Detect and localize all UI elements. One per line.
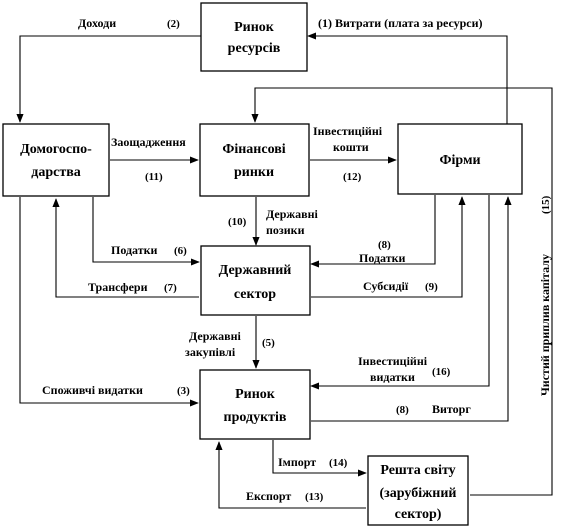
investment-spending-flow-arrow	[310, 195, 490, 390]
subsidies-number: (9)	[425, 281, 438, 293]
government-label-line2: сектор	[234, 287, 276, 302]
exports-number: (13)	[305, 491, 324, 503]
costs-label: (1) Витрати (плата за ресурси)	[318, 16, 483, 30]
income-flow-arrow	[16, 35, 201, 123]
gov-loans-label-line1: Державні	[266, 207, 318, 221]
transfers-flow-arrow	[52, 198, 199, 298]
taxes-households-number: (6)	[174, 245, 187, 257]
households-node: Домогоспо- дарства	[2, 123, 110, 197]
government-label-line1: Державний	[219, 263, 292, 278]
gov-loans-label-line2: позики	[266, 223, 305, 237]
subsidies-label: Субсидії	[363, 279, 409, 293]
revenue-number: (8)	[396, 404, 409, 416]
income-number: (2)	[167, 18, 180, 30]
gov-purchases-number: (5)	[262, 337, 275, 349]
rest-of-world-label-line1: Решта світу	[380, 463, 455, 478]
product-market-label-line1: Ринок	[235, 387, 276, 402]
exports-label: Експорт	[246, 489, 291, 503]
rest-of-world-label-line3: сектор)	[395, 507, 442, 522]
taxes-firms-number: (8)	[378, 239, 391, 251]
financial-markets-node: Фінансові ринки	[199, 123, 310, 197]
net-capital-inflow-label: Чистий приплив капіталу	[538, 254, 552, 396]
savings-label: Заощадження	[111, 135, 186, 149]
net-capital-inflow-flow-arrow	[251, 87, 553, 496]
revenue-label: Виторг	[432, 402, 471, 416]
taxes-households-label: Податки	[111, 243, 158, 257]
taxes-households-flow-arrow	[92, 197, 200, 266]
product-market-label-line2: продуктів	[224, 410, 287, 425]
financial-markets-label-line1: Фінансові	[222, 142, 285, 157]
net-capital-inflow-number: (15)	[540, 195, 552, 214]
rest-of-world-label-line2: (зарубіжний	[380, 486, 457, 501]
households-label-line2: дарства	[31, 165, 81, 180]
revenue-flow-arrow	[311, 196, 512, 422]
households-label-line1: Домогоспо-	[20, 142, 92, 157]
financial-markets-label-line2: ринки	[234, 165, 274, 180]
investment-funds-number: (12)	[343, 171, 362, 183]
investment-funds-label-line2: кошти	[333, 140, 369, 154]
investment-funds-label-line1: Інвестиційні	[313, 124, 383, 138]
subsidies-flow-arrow	[311, 196, 466, 298]
taxes-firms-label: Податки	[359, 251, 406, 265]
consumer-spending-label: Споживчі видатки	[42, 383, 143, 397]
consumer-spending-number: (3)	[177, 385, 190, 397]
firms-label: Фірми	[439, 153, 480, 168]
resource-market-label-line1: Ринок	[234, 20, 275, 35]
resource-market-label-line2: ресурсів	[228, 41, 281, 56]
resource-market-node: Ринок ресурсів	[200, 2, 308, 72]
gov-loans-number: (10)	[228, 216, 247, 228]
rest-of-world-node: Решта світу (зарубіжний сектор)	[367, 455, 469, 526]
costs-flow-arrow	[307, 32, 508, 125]
transfers-label: Трансфери	[88, 280, 148, 294]
exports-flow-arrow	[215, 441, 366, 509]
investment-spending-number: (16)	[432, 366, 451, 378]
consumer-spending-flow-arrow	[19, 197, 199, 407]
investment-spending-label-line1: Інвестиційні	[358, 354, 428, 368]
government-node: Державний сектор	[200, 245, 311, 316]
taxes-firms-flow-arrow	[310, 195, 436, 268]
firms-node: Фірми	[397, 123, 523, 195]
gov-purchases-label-line1: Державні	[189, 329, 241, 343]
imports-flow-arrow	[272, 440, 367, 477]
imports-label: Імпорт	[278, 455, 316, 469]
income-label: Доходи	[78, 16, 116, 30]
savings-number: (11)	[145, 171, 163, 183]
gov-purchases-label-line2: закупівлі	[185, 345, 236, 359]
investment-spending-label-line2: видатки	[370, 370, 415, 384]
transfers-number: (7)	[164, 282, 177, 294]
product-market-node: Ринок продуктів	[199, 369, 311, 440]
imports-number: (14)	[329, 457, 348, 469]
